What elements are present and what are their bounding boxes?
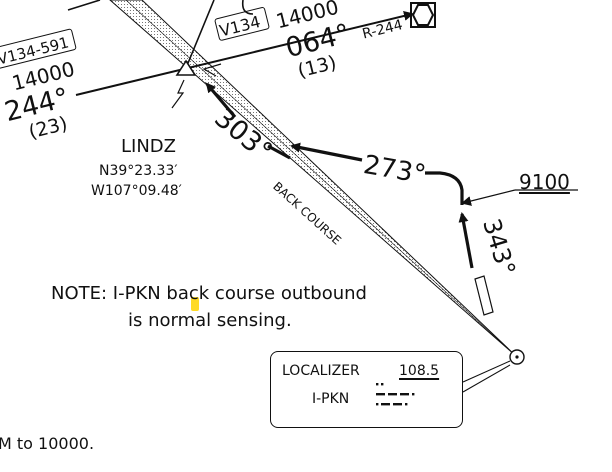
fix-leader-lindz bbox=[171, 79, 185, 109]
localizer-box-leader-2 bbox=[462, 364, 511, 393]
airway-line-upper-left bbox=[67, 0, 101, 11]
radial-line-lindz bbox=[185, 0, 215, 69]
localizer-label: LOCALIZER bbox=[282, 363, 360, 379]
localizer-frequency: 108.5 bbox=[399, 363, 440, 379]
fix-latitude: N39°23.33′ bbox=[99, 163, 178, 179]
airway-v134-line bbox=[75, 11, 414, 96]
localizer-ident: I-PKN bbox=[312, 391, 350, 407]
course-273-arrow bbox=[290, 142, 363, 162]
localizer-box-leader-1 bbox=[462, 360, 511, 383]
course-303-dash bbox=[267, 144, 291, 160]
bottom-note-text: M to 10000. bbox=[0, 434, 95, 453]
fix-name: LINDZ bbox=[121, 136, 176, 157]
highlight-mark bbox=[191, 297, 199, 311]
small-arrow-near-fix bbox=[202, 63, 222, 77]
fix-longitude: W107°09.48′ bbox=[91, 183, 182, 199]
altitude-9100-leader bbox=[461, 189, 516, 206]
arc-top bbox=[241, 0, 254, 15]
altitude-9100: 9100 bbox=[519, 170, 570, 194]
morse-code-ident bbox=[376, 383, 415, 406]
course-273-line bbox=[425, 171, 464, 205]
fix-triangle-lindz bbox=[175, 59, 197, 76]
course-343-line bbox=[458, 212, 474, 269]
note-line-2: is normal sensing. bbox=[128, 310, 292, 331]
course-303-line bbox=[205, 82, 237, 119]
course-343-box bbox=[474, 275, 494, 316]
vor-symbol bbox=[410, 2, 436, 28]
localizer-box bbox=[270, 351, 463, 428]
localizer-centerline bbox=[125, 0, 517, 357]
note-line-1: NOTE: I-PKN back course outbound bbox=[51, 283, 367, 304]
